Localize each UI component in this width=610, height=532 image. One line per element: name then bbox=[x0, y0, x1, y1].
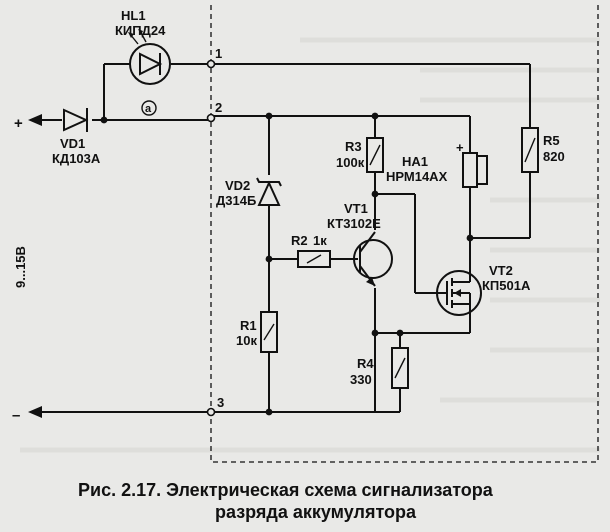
r4-resistor bbox=[391, 347, 409, 389]
vt1-ref: VT1 bbox=[344, 201, 368, 216]
vd2-zener-diode bbox=[256, 177, 282, 206]
figure-caption-line-1: Рис. 2.17. Электрическая схема сигнализа… bbox=[78, 480, 494, 500]
vd2-part: Д314Б bbox=[216, 193, 256, 208]
r1-value: 10к bbox=[236, 333, 257, 348]
ha1-plus-label: + bbox=[456, 140, 464, 155]
r2-value: 1к bbox=[313, 233, 327, 248]
r4-ref: R4 bbox=[357, 356, 374, 371]
wiring bbox=[40, 63, 531, 413]
hl1-ref: HL1 bbox=[121, 8, 146, 23]
minus-input-arrow bbox=[28, 406, 42, 418]
r4-value: 330 bbox=[350, 372, 372, 387]
vt2-ref: VT2 bbox=[489, 263, 513, 278]
plus-input-arrow bbox=[28, 114, 42, 126]
plus-input-label: + bbox=[14, 115, 23, 132]
vd1-diode bbox=[63, 108, 89, 132]
hl1-led bbox=[128, 29, 171, 85]
r3-resistor bbox=[366, 137, 384, 173]
vt2-mosfet bbox=[436, 268, 482, 318]
vd2-ref: VD2 bbox=[225, 178, 250, 193]
voltage-label: 9...15В bbox=[13, 246, 28, 288]
vd1-part: КД103А bbox=[52, 151, 101, 166]
r1-ref: R1 bbox=[240, 318, 257, 333]
junction-dots bbox=[100, 112, 474, 416]
vd1-ref: VD1 bbox=[60, 136, 85, 151]
terminal-2-label: 2 bbox=[215, 100, 222, 115]
ha1-buzzer bbox=[462, 152, 488, 188]
r5-resistor bbox=[521, 127, 539, 173]
terminal-3-label: 3 bbox=[217, 395, 224, 410]
hl1-part: КИПД24 bbox=[115, 23, 166, 38]
vt1-part: КТ3102Е bbox=[327, 216, 381, 231]
r5-value: 820 bbox=[543, 149, 565, 164]
ha1-part: НРМ14АХ bbox=[386, 169, 448, 184]
node-marker-label: a bbox=[145, 103, 152, 115]
vt2-part: КП501А bbox=[482, 278, 531, 293]
r1-resistor bbox=[260, 311, 278, 353]
page-texture bbox=[20, 37, 600, 453]
figure-caption-line-2: разряда аккумулятора bbox=[215, 502, 417, 522]
board-outline bbox=[210, 5, 599, 463]
board-terminals bbox=[206, 59, 216, 417]
ha1-ref: HA1 bbox=[402, 154, 428, 169]
r3-ref: R3 bbox=[345, 139, 362, 154]
vt1-transistor bbox=[353, 231, 393, 287]
r2-ref: R2 bbox=[291, 233, 308, 248]
r3-value: 100к bbox=[336, 155, 365, 170]
minus-input-label: – bbox=[12, 407, 20, 424]
node-marker-circle bbox=[141, 100, 157, 116]
r2-resistor bbox=[297, 250, 331, 268]
terminal-1-label: 1 bbox=[215, 46, 222, 61]
r5-ref: R5 bbox=[543, 133, 560, 148]
